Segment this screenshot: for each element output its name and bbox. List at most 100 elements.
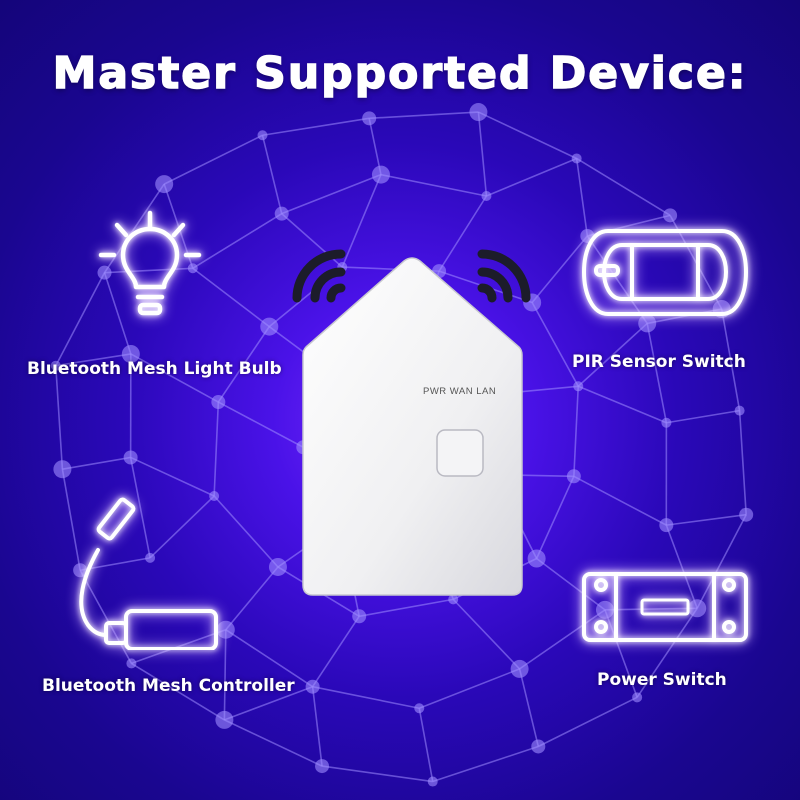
network-link: [225, 566, 279, 631]
network-node: [362, 111, 377, 126]
network-link: [80, 557, 151, 572]
network-node: [527, 549, 546, 568]
network-link: [341, 174, 382, 268]
network-link: [79, 569, 133, 664]
network-link: [477, 111, 488, 197]
network-link: [636, 607, 698, 698]
network-link: [262, 117, 370, 137]
network-node: [739, 507, 754, 522]
hub-led-labels: PWR WAN LAN: [423, 386, 497, 397]
network-link: [131, 628, 227, 665]
network-link: [104, 267, 193, 274]
network-node: [97, 265, 112, 280]
network-node: [274, 206, 289, 221]
network-link: [192, 212, 283, 269]
network-node: [315, 759, 330, 774]
wifi-signal-right-icon: [477, 249, 531, 303]
hub-button: [436, 429, 484, 477]
network-node: [632, 692, 643, 703]
network-link: [213, 402, 220, 497]
network-link: [225, 629, 314, 688]
network-link: [666, 513, 747, 526]
network-node: [481, 190, 492, 201]
network-link: [61, 469, 81, 571]
network-node: [53, 460, 72, 479]
network-link: [720, 308, 741, 411]
network-link: [573, 386, 580, 477]
network-link: [586, 235, 648, 324]
network-node: [216, 620, 235, 639]
network-link: [149, 495, 215, 559]
power-switch-icon: [582, 572, 748, 642]
network-link: [478, 111, 577, 160]
network-node: [257, 130, 268, 141]
network-link: [646, 323, 668, 423]
network-link: [217, 401, 304, 448]
network-link: [647, 308, 722, 325]
light-bulb-label: Bluetooth Mesh Light Bulb: [27, 359, 282, 379]
network-link: [518, 668, 540, 747]
network-link: [535, 475, 575, 559]
network-node: [595, 600, 614, 619]
power-switch-label: Power Switch: [597, 670, 727, 690]
network-link: [261, 135, 283, 214]
network-node: [268, 557, 287, 576]
network-link: [224, 685, 313, 721]
network-node: [414, 703, 425, 714]
network-node: [638, 314, 657, 333]
network-link: [665, 524, 698, 609]
network-link: [604, 607, 698, 611]
network-link: [217, 326, 270, 403]
network-node: [211, 395, 226, 410]
network-link: [312, 685, 420, 710]
network-link: [213, 495, 279, 568]
network-node: [566, 469, 581, 484]
network-link: [130, 662, 225, 721]
network-node: [209, 491, 220, 502]
network-link: [696, 514, 747, 609]
network-link: [432, 745, 539, 783]
network-node: [688, 599, 707, 618]
network-link: [438, 195, 488, 272]
light-bulb-icon: [98, 210, 202, 316]
network-link: [418, 708, 434, 782]
network-link: [531, 235, 588, 304]
network-link: [604, 609, 638, 698]
network-link: [55, 272, 106, 367]
network-link: [54, 365, 64, 470]
wifi-signal-left-icon: [292, 249, 346, 303]
network-link: [103, 272, 132, 355]
network-link: [163, 134, 263, 185]
pir-sensor-switch-icon: [582, 229, 748, 316]
network-node: [215, 710, 234, 729]
network-link: [359, 598, 454, 618]
network-node: [571, 153, 582, 164]
network-node: [121, 344, 140, 363]
network-link: [281, 173, 382, 215]
network-node: [510, 659, 529, 678]
network-link: [368, 118, 382, 175]
network-link: [666, 409, 740, 424]
network-node: [573, 381, 584, 392]
network-link: [130, 353, 219, 403]
network-link: [103, 183, 165, 274]
pir-switch-label: PIR Sensor Switch: [572, 352, 746, 372]
page-title: Master Supported Device:: [52, 47, 748, 100]
network-link: [573, 475, 667, 526]
mesh-controller-icon: [79, 497, 218, 650]
network-node: [531, 739, 546, 754]
network-node: [305, 679, 320, 694]
controller-label: Bluetooth Mesh Controller: [42, 676, 295, 696]
network-link: [130, 456, 215, 497]
network-link: [418, 668, 520, 709]
network-node: [123, 450, 138, 465]
network-link: [380, 173, 487, 197]
network-link: [192, 267, 270, 328]
network-link: [519, 609, 606, 670]
network-link: [62, 456, 131, 470]
network-link: [577, 322, 648, 387]
network-node: [126, 658, 137, 669]
network-link: [575, 158, 589, 237]
network-node: [155, 175, 174, 194]
